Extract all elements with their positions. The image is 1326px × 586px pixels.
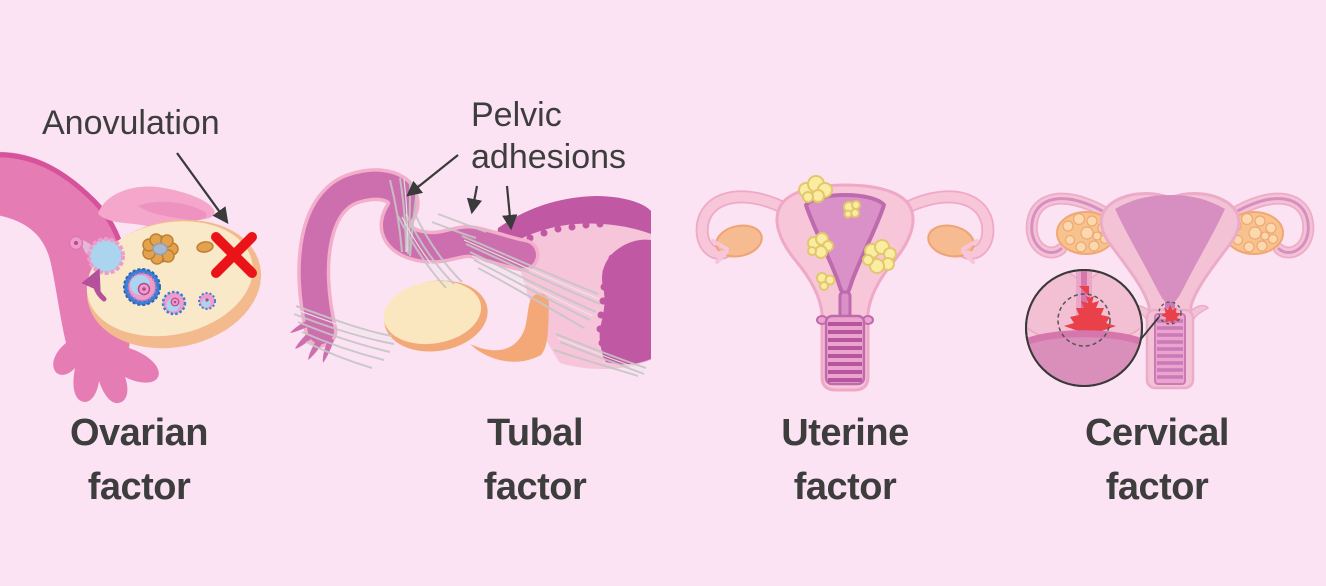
- uterine-illustration: [695, 175, 995, 392]
- pelvic-adhesion-highlights: [296, 178, 646, 372]
- fibroid-cluster-right-wall: [862, 239, 897, 274]
- cervical-inflammation: [1158, 301, 1182, 325]
- cervical-canal: [838, 290, 852, 320]
- uterus-right-band: [599, 239, 651, 365]
- fallopian-tube-arm: [0, 151, 159, 404]
- label-line: Uterine: [781, 412, 909, 454]
- uterine-factor-label: Uterine factor: [781, 406, 909, 514]
- pelvic-adhesions-line-2: adhesions: [471, 138, 627, 176]
- ovarian-illustration: [0, 151, 262, 404]
- uterus-band-scallops: [526, 220, 604, 242]
- ovulation-arrow: [81, 268, 107, 302]
- fibroid-cluster-left-wall: [807, 232, 834, 259]
- cervix: [816, 314, 874, 386]
- corpus-albicans: [196, 241, 214, 253]
- fallopian-tube: [300, 171, 536, 344]
- ovulating-follicle: [87, 237, 125, 275]
- cervical-illustration: [1025, 192, 1315, 390]
- anovulation-cross-icon: [211, 232, 257, 278]
- cervix-magnifier: [1025, 269, 1143, 387]
- medium-follicle: [161, 290, 187, 316]
- label-line: factor: [793, 466, 897, 508]
- anovulation-pointer-arrow: [176, 152, 229, 224]
- label-line: factor: [1105, 466, 1209, 508]
- ovaries: [1056, 211, 1284, 255]
- fibroid-cluster-fundus: [798, 175, 833, 203]
- pelvic-adhesions-label: Pelvic adhesions: [471, 94, 626, 178]
- magnifier-connector-line: [1140, 316, 1160, 340]
- large-follicle: [123, 268, 161, 306]
- corpus-luteum: [142, 233, 179, 265]
- cervical-factor-label: Cervical factor: [1085, 406, 1229, 514]
- ovary: [383, 280, 488, 352]
- inflamed-cervical-canal: [1064, 286, 1116, 335]
- tubal-factor-label: Tubal factor: [484, 406, 587, 514]
- label-line: factor: [483, 466, 587, 508]
- anovulation-label: Anovulation: [42, 104, 220, 142]
- pelvic-adhesion-strands: [293, 177, 647, 377]
- fibroids: [798, 175, 897, 291]
- fibroid-cluster-lower: [816, 272, 836, 291]
- cervix: [1130, 304, 1210, 390]
- fimbriae: [711, 239, 979, 264]
- uterus-top-band: [497, 196, 651, 250]
- uterine-cavity: [1115, 195, 1225, 304]
- ovarian-ligament: [470, 293, 549, 362]
- tubal-illustration: [290, 154, 651, 377]
- fibroid-cluster-cavity: [843, 200, 861, 219]
- pelvic-adhesions-pointer-arrows: [406, 154, 518, 231]
- label-line: factor: [87, 466, 191, 508]
- fimbria-finger: [138, 201, 207, 221]
- label-line: Ovarian: [69, 412, 209, 454]
- small-follicle: [198, 292, 216, 310]
- fallopian-tubes: [1025, 192, 1315, 259]
- ovarian-factor-label: Ovarian factor: [69, 406, 209, 514]
- pelvic-adhesions-line-1: Pelvic: [471, 96, 562, 134]
- label-line: Tubal: [486, 412, 584, 454]
- label-line: Cervical: [1085, 412, 1229, 454]
